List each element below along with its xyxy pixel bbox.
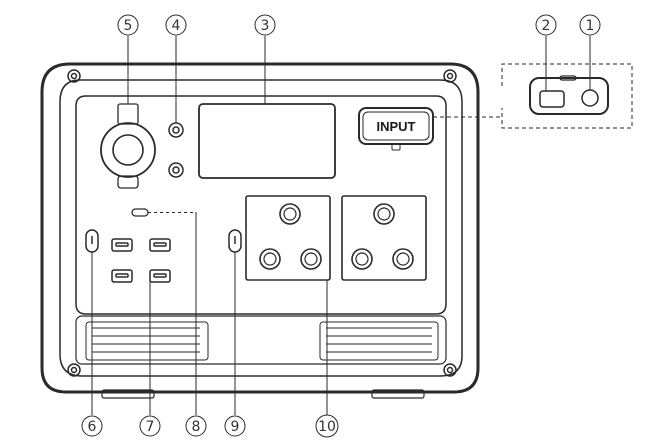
dc-input-rect	[539, 90, 565, 108]
vent-left	[85, 321, 209, 361]
indicator-light	[131, 208, 196, 217]
ac-socket-left	[245, 195, 331, 281]
ac-power-button	[228, 229, 242, 253]
input-port-cover: INPUT	[358, 107, 434, 151]
foot-left	[101, 389, 155, 399]
callout-7: 7	[139, 415, 161, 437]
dc-input-round	[581, 89, 599, 107]
dc-5521-ports	[168, 122, 184, 178]
usb-ports	[111, 238, 171, 283]
front-panel	[75, 95, 447, 315]
callout-3-number: 3	[261, 18, 270, 34]
callout-3: 3	[254, 14, 276, 36]
leader-lines	[91, 36, 591, 415]
callout-5: 5	[117, 14, 139, 36]
screw-top-left	[67, 69, 81, 83]
input-label: INPUT	[377, 119, 416, 134]
outer-shell	[40, 62, 480, 394]
car-charger-socket	[100, 103, 156, 189]
callout-6-number: 6	[88, 419, 97, 435]
dc-usb-power-button	[85, 229, 99, 253]
screw-top-right	[443, 69, 457, 83]
callout-2: 2	[535, 14, 557, 36]
input-zoom-box	[501, 63, 633, 129]
callout-9-number: 9	[231, 419, 240, 435]
callout-4: 4	[165, 14, 187, 36]
lower-housing	[75, 315, 447, 365]
callout-8-number: 8	[192, 419, 201, 435]
callout-1: 1	[579, 14, 601, 36]
inner-shell	[59, 79, 463, 377]
ac-socket-right	[341, 195, 427, 281]
corner-screws	[67, 69, 457, 377]
callout-6: 6	[81, 415, 103, 437]
callout-7-number: 7	[146, 419, 155, 435]
callout-1-number: 1	[586, 18, 595, 34]
callout-10: 10	[315, 414, 339, 438]
display-screen	[198, 103, 336, 179]
screw-bottom-left	[67, 363, 81, 377]
callout-4-number: 4	[172, 18, 181, 34]
callout-5-number: 5	[124, 18, 133, 34]
callout-8: 8	[185, 415, 207, 437]
screw-bottom-right	[443, 363, 457, 377]
vent-right	[319, 321, 439, 361]
foot-right	[371, 389, 425, 399]
device-body	[40, 62, 480, 399]
callout-2-number: 2	[542, 18, 551, 34]
callout-10-number: 10	[318, 419, 336, 435]
callout-9: 9	[224, 415, 246, 437]
